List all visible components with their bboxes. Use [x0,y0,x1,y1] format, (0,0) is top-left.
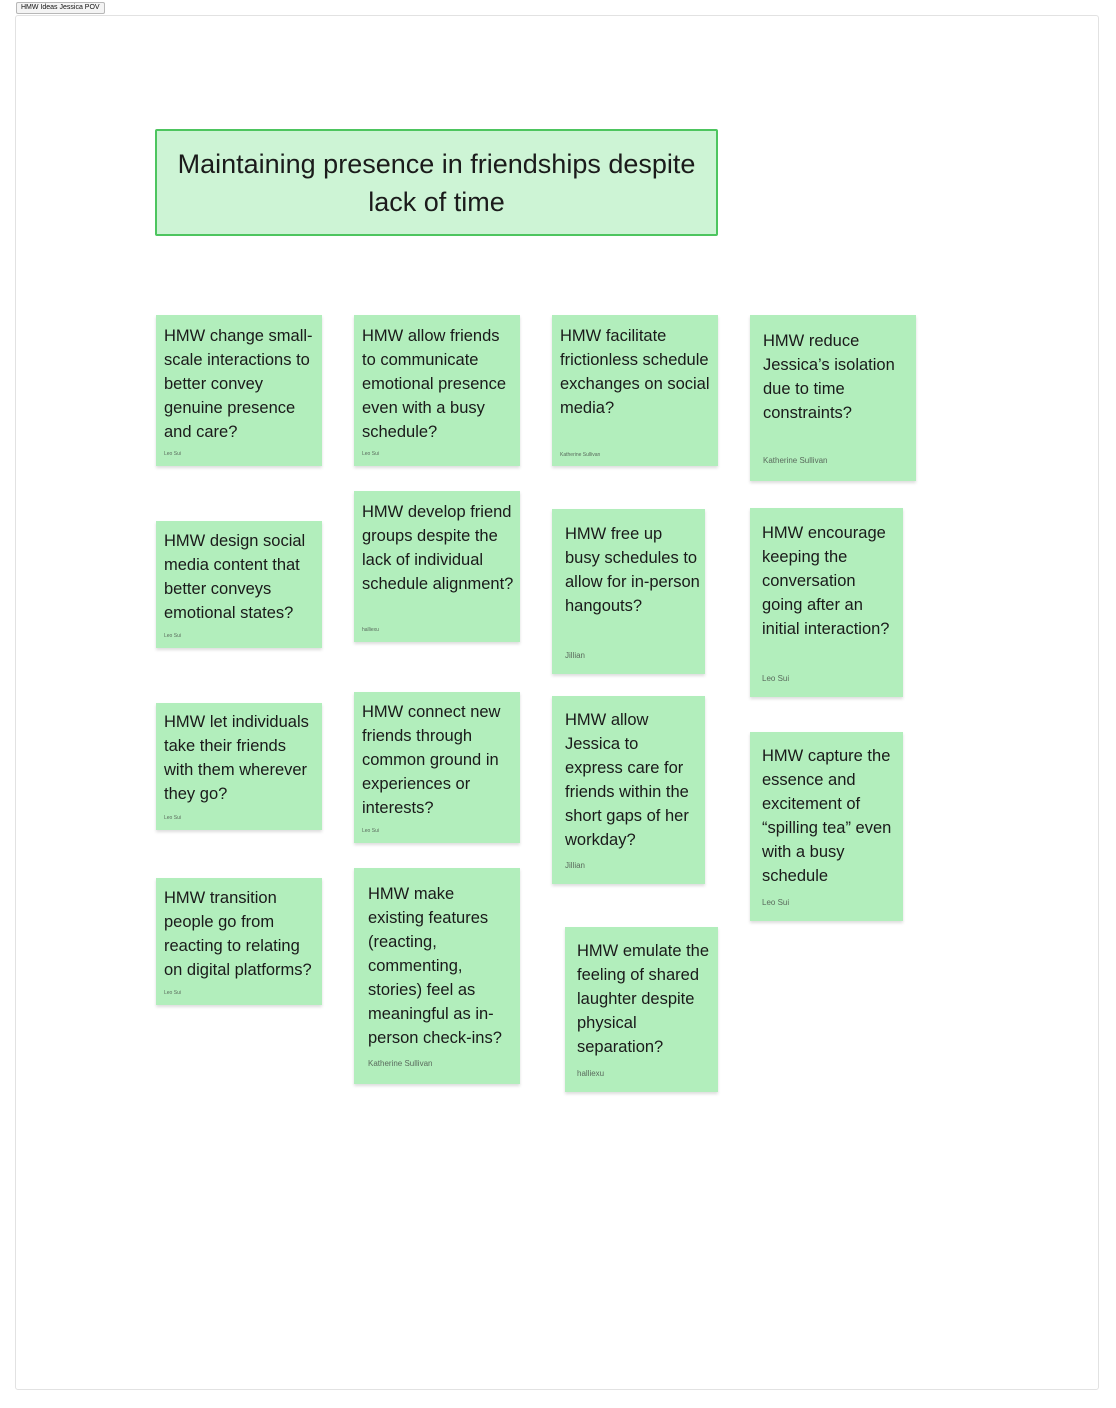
sticky-note-text: HMW encourage keeping the conversation g… [762,524,890,638]
sticky-note-author: Katherine Sullivan [368,1059,433,1068]
sticky-note-author: Leo Sui [164,815,181,821]
sticky-note-text: HMW transition people go from reacting t… [164,889,312,979]
sticky-note-author: Leo Sui [762,674,790,683]
sticky-note[interactable]: HMW connect new friends through common g… [354,692,520,843]
sticky-note[interactable]: HMW develop friend groups despite the la… [354,491,520,642]
sticky-note-text: HMW reduce Jessica’s isolation due to ti… [763,332,895,422]
sticky-note[interactable]: HMW emulate the feeling of shared laught… [565,927,718,1092]
sticky-note-author: Leo Sui [762,898,790,907]
sticky-note[interactable]: HMW capture the essence and excitement o… [750,732,903,921]
sticky-note[interactable]: HMW allow friends to communicate emotion… [354,315,520,466]
sticky-note-author: Jillian [565,651,586,660]
sticky-note[interactable]: HMW encourage keeping the conversation g… [750,508,903,697]
title-card-text: Maintaining presence in friendships desp… [177,148,696,217]
sticky-note-text: HMW allow friends to communicate emotion… [362,327,507,441]
sticky-note-author: Leo Sui [164,633,181,639]
sticky-note[interactable]: HMW allow Jessica to express care for fr… [552,696,705,884]
sticky-note[interactable]: HMW let individuals take their friends w… [156,703,322,830]
sticky-note[interactable]: HMW make existing features (reacting, co… [354,868,520,1084]
sticky-note-text: HMW emulate the feeling of shared laught… [577,942,710,1056]
sticky-note[interactable]: HMW design social media content that bet… [156,521,322,648]
sticky-note-author: Leo Sui [164,990,181,996]
sticky-note-text: HMW connect new friends through common g… [362,703,501,817]
sticky-note-text: HMW capture the essence and excitement o… [762,747,892,885]
sticky-note-author: Katherine Sullivan [763,456,828,465]
sticky-note-text: HMW free up busy schedules to allow for … [565,525,700,615]
sticky-note-author: halliexu [362,627,379,633]
title-card[interactable]: Maintaining presence in friendships desp… [155,129,718,236]
sticky-note-text: HMW change small-scale interactions to b… [164,327,313,441]
frame-label[interactable]: HMW Ideas Jessica POV [16,2,105,14]
sticky-note[interactable]: HMW transition people go from reacting t… [156,878,322,1005]
sticky-note[interactable]: HMW free up busy schedules to allow for … [552,509,705,674]
sticky-note[interactable]: HMW facilitate frictionless schedule exc… [552,315,718,466]
sticky-note-author: halliexu [577,1069,605,1078]
sticky-note-author: Leo Sui [362,451,379,457]
sticky-note-author: Leo Sui [164,451,181,457]
sticky-note-text: HMW design social media content that bet… [164,532,306,622]
sticky-note-author: Leo Sui [362,828,379,834]
sticky-note[interactable]: HMW change small-scale interactions to b… [156,315,322,466]
sticky-note-text: HMW facilitate frictionless schedule exc… [560,327,710,417]
sticky-note-text: HMW let individuals take their friends w… [164,713,309,803]
sticky-note-text: HMW develop friend groups despite the la… [362,503,514,593]
sticky-note-text: HMW make existing features (reacting, co… [368,885,502,1047]
sticky-note-text: HMW allow Jessica to express care for fr… [565,711,689,849]
sticky-note-author: Katherine Sullivan [560,452,601,458]
sticky-note[interactable]: HMW reduce Jessica’s isolation due to ti… [750,315,916,481]
sticky-note-author: Jillian [565,861,586,870]
